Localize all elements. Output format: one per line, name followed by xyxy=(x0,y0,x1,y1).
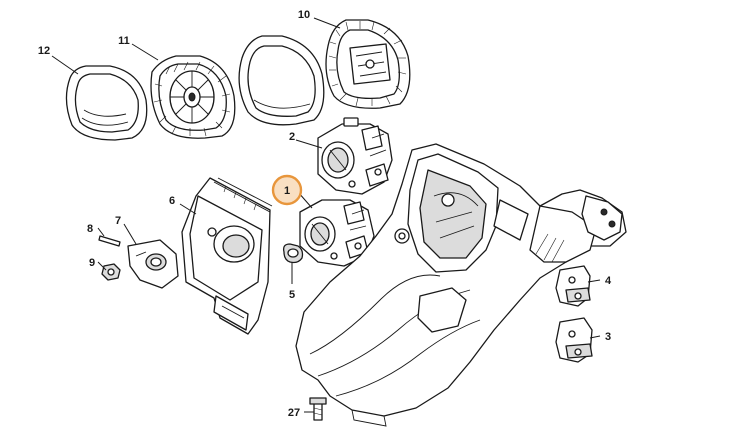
part-10-filter-housing xyxy=(325,19,411,109)
callout-4: 4 xyxy=(605,275,612,287)
callout-1-highlight xyxy=(271,174,303,206)
callout-10: 10 xyxy=(298,9,310,21)
part-5-gasket xyxy=(282,243,304,264)
callout-7: 7 xyxy=(115,215,121,227)
callout-8: 8 xyxy=(87,223,93,235)
part-27-screw xyxy=(309,397,327,421)
callout-9: 9 xyxy=(89,257,95,269)
part-2-carburetor xyxy=(317,117,393,195)
part-8-pin xyxy=(98,235,121,247)
part-12-filter-ring xyxy=(65,65,148,141)
callout-1: 1 xyxy=(284,185,290,197)
part-3-bracket xyxy=(555,317,593,363)
main-housing xyxy=(295,143,627,427)
part-9-nut xyxy=(101,263,121,281)
callout-5: 5 xyxy=(289,289,295,301)
part-6-manifold xyxy=(181,177,273,335)
callout-2: 2 xyxy=(289,131,295,143)
callout-3: 3 xyxy=(605,331,611,343)
part-4-bracket xyxy=(555,265,591,307)
callout-11: 11 xyxy=(118,35,130,47)
callout-27: 27 xyxy=(288,407,300,419)
callout-6: 6 xyxy=(169,195,175,207)
part-7-bracket xyxy=(127,239,179,289)
part-1-carburetor xyxy=(299,199,375,267)
callout-12: 12 xyxy=(38,45,50,57)
part-11-air-filter xyxy=(150,55,236,139)
filter-frame-ring xyxy=(238,35,325,126)
